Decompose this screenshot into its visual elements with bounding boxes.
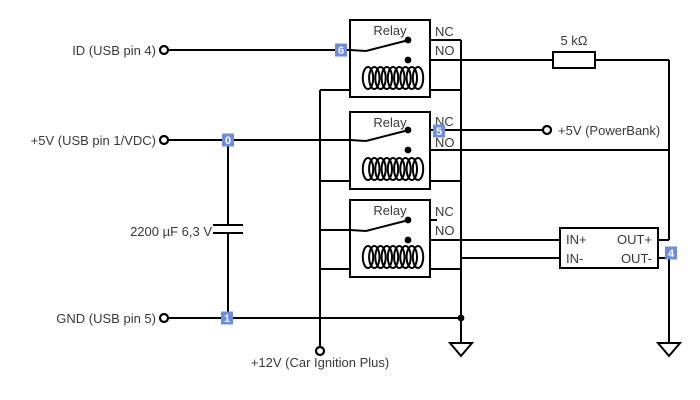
relay-2-common-stub [349, 139, 367, 142]
relay-1-nc-label: NC [435, 24, 454, 39]
relay-2: Relay NC NO [349, 111, 455, 190]
relay-1-nc-contact [404, 36, 412, 44]
converter-in-minus-label: IN- [566, 251, 583, 266]
terminal-id-usb [158, 44, 170, 56]
connection-marker-4: 4 [665, 246, 677, 260]
capacitor-value-label: 2200 µF 6,3 V [130, 224, 212, 239]
marker-1-text: 1 [224, 313, 230, 325]
label-12v-car: +12V (Car Ignition Plus) [251, 355, 389, 370]
connection-marker-1: 1 [221, 311, 233, 325]
relay-3-no-contact [404, 236, 412, 244]
converter-out-minus-label: OUT- [621, 251, 652, 266]
relay-3: Relay NC NO [349, 199, 455, 278]
relay-1-no-label: NO [435, 43, 455, 58]
terminal-12v-car [314, 345, 326, 357]
gnd-junction-dot [457, 314, 465, 322]
ground-symbol-right [655, 342, 683, 358]
terminal-5v-usb [158, 134, 170, 146]
relay-1-common-stub [349, 49, 367, 52]
terminal-gnd-usb [158, 312, 170, 324]
terminal-5v-powerbank [541, 124, 553, 136]
relay-2-blade [365, 130, 406, 142]
relay-3-common-stub [349, 229, 367, 232]
marker-6-text: 6 [338, 45, 344, 57]
dcdc-converter: IN+ IN- OUT+ OUT- [559, 227, 659, 269]
label-gnd-usb: GND (USB pin 5) [56, 311, 156, 326]
label-5v-usb: +5V (USB pin 1/VDC) [31, 133, 156, 148]
label-id-usb: ID (USB pin 4) [72, 43, 156, 58]
relay-3-label: Relay [373, 203, 407, 218]
converter-in-plus-label: IN+ [566, 232, 587, 247]
relay-1: Relay NC NO [349, 19, 455, 98]
relay-2-label: Relay [373, 115, 407, 130]
capacitor [213, 224, 243, 234]
relay-3-no-label: NO [435, 223, 455, 238]
label-5v-powerbank: +5V (PowerBank) [558, 123, 660, 138]
ground-symbol-left [447, 342, 475, 358]
marker-0-text: 0 [225, 135, 231, 147]
relay-2-nc-contact [404, 126, 412, 134]
connection-marker-0: 0 [222, 133, 234, 147]
connection-marker-6: 6 [335, 43, 347, 57]
marker-4-text: 4 [668, 248, 675, 260]
relay-3-nc-label: NC [435, 204, 454, 219]
relay-1-blade [365, 40, 406, 52]
marker-5-text: 5 [436, 126, 442, 138]
relay-2-no-label: NO [435, 135, 455, 150]
connection-marker-5: 5 [433, 124, 445, 138]
relay-1-no-contact [404, 56, 412, 64]
relay-1-label: Relay [373, 23, 407, 38]
relay-3-blade [365, 220, 406, 232]
converter-out-plus-label: OUT+ [617, 232, 652, 247]
relay-3-nc-contact [404, 216, 412, 224]
relay-2-no-contact [404, 146, 412, 154]
resistor-body [552, 51, 596, 69]
resistor-value-label: 5 kΩ [560, 33, 587, 48]
converter-body [559, 227, 659, 269]
